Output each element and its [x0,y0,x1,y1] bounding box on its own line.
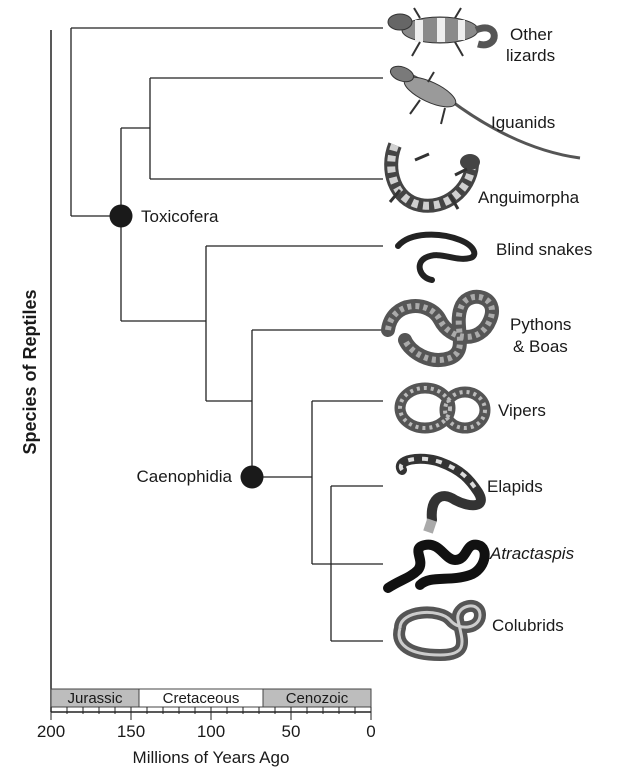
tick-label-150: 150 [117,722,145,741]
node-caenophidia [240,465,264,489]
blind-snake-image [395,231,478,283]
colubrid-image [393,600,487,662]
period-cenozoic-band [262,688,372,708]
taxon-elapids: Elapids [487,477,543,496]
branch-iguania-anguimorpha [149,77,383,180]
python-image [381,289,499,367]
branch-colubroidea [312,485,383,642]
atractaspis-image [383,539,490,593]
taxon-vipers: Vipers [498,401,546,420]
tree-branches [70,27,383,642]
taxon-blind-snakes: Blind snakes [496,240,592,259]
branch-root [70,27,383,217]
minor-ticks [66,707,356,714]
iguanid-image [389,65,581,160]
taxon-other-lizards-line1: Other [510,25,553,44]
period-cenozoic-label: Cenozoic [286,690,349,707]
taxon-anguimorpha: Anguimorpha [478,188,580,207]
elapid-image [395,453,486,534]
node-caenophidia-label: Caenophidia [137,467,233,486]
tick-label-0: 0 [366,722,375,741]
x-axis-ticks [50,707,372,720]
geologic-period-band: Jurassic Cretaceous Cenozoic [50,688,372,708]
branch-caenophidia [252,400,383,564]
taxon-colubrids: Colubrids [492,616,564,635]
period-cretaceous-label: Cretaceous [163,690,240,707]
x-axis-label: Millions of Years Ago [133,748,290,767]
viper-image [394,382,491,434]
other-lizards-image [387,7,498,57]
tick-label-200: 200 [37,722,65,741]
tick-label-100: 100 [197,722,225,741]
taxon-other-lizards-line2: lizards [506,46,555,65]
node-toxicofera-label: Toxicofera [141,207,219,226]
node-toxicofera [109,204,133,228]
taxon-atractaspis: Atractaspis [489,544,575,563]
branch-snakes [205,245,383,402]
taxon-pythons-line2: & Boas [513,337,568,356]
branch-alethinophidia [251,329,383,477]
y-axis-label: Species of Reptiles [20,289,40,454]
taxon-iguanids: Iguanids [491,113,555,132]
period-jurassic-label: Jurassic [67,690,123,707]
tick-label-50: 50 [282,722,301,741]
taxon-pythons-line1: Pythons [510,315,571,334]
anguimorpha-image [384,142,480,213]
